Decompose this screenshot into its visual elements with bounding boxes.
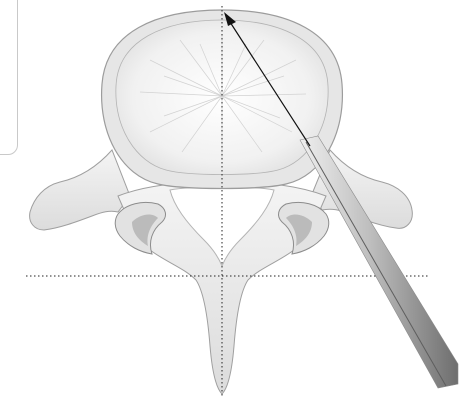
- side-panel-edge[interactable]: [0, 0, 18, 155]
- probe-instrument-icon: [300, 136, 458, 388]
- left-transverse-process: [30, 150, 130, 230]
